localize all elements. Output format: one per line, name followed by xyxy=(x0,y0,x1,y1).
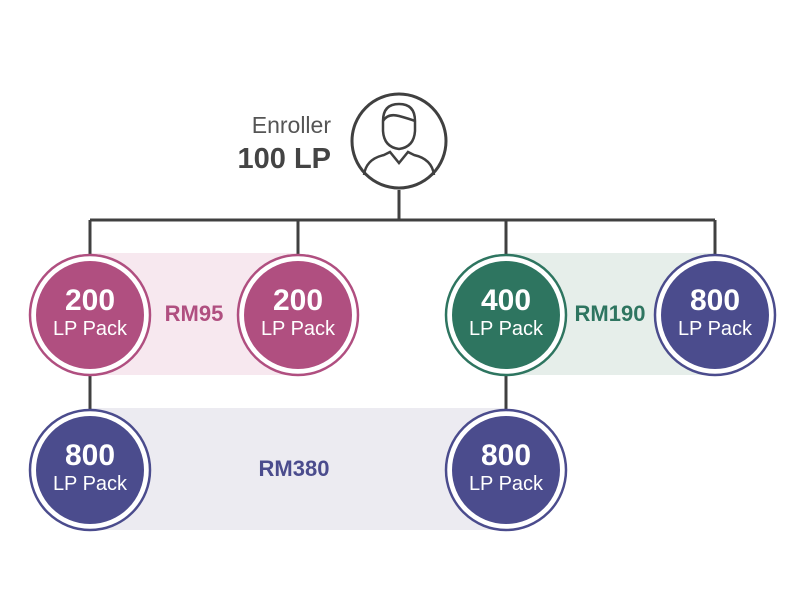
pair-band-blue xyxy=(90,408,507,530)
pack-node-1: 200 LP Pack xyxy=(28,253,152,377)
pack-node-3: 400 LP Pack xyxy=(444,253,568,377)
pack-node-3-fill xyxy=(452,261,560,369)
pack-node-4: 800 LP Pack xyxy=(653,253,777,377)
pack-node-6: 800 LP Pack xyxy=(444,408,568,532)
pack-node-6-unit: LP Pack xyxy=(469,473,544,495)
pack-node-5-fill xyxy=(36,416,144,524)
enroller-title: Enroller xyxy=(252,112,332,138)
pack-node-2: 200 LP Pack xyxy=(236,253,360,377)
pack-node-2-unit: LP Pack xyxy=(261,318,336,340)
pack-node-3-unit: LP Pack xyxy=(469,318,544,340)
pack-node-2-fill xyxy=(244,261,352,369)
person-icon xyxy=(350,92,448,190)
pack-node-2-amount: 200 xyxy=(273,284,323,317)
pack-node-6-amount: 800 xyxy=(481,439,531,472)
pack-node-4-fill xyxy=(661,261,769,369)
pack-node-4-amount: 800 xyxy=(690,284,740,317)
pair-label-pink: RM95 xyxy=(165,301,224,326)
pack-node-6-fill xyxy=(452,416,560,524)
pack-node-3-amount: 400 xyxy=(481,284,531,317)
pack-node-4-unit: LP Pack xyxy=(678,318,753,340)
pair-label-blue: RM380 xyxy=(259,456,330,481)
pack-node-5-amount: 800 xyxy=(65,439,115,472)
pack-node-1-fill xyxy=(36,261,144,369)
pair-label-green: RM190 xyxy=(575,301,646,326)
pack-node-5: 800 LP Pack xyxy=(28,408,152,532)
enroller-value: 100 LP xyxy=(238,143,332,175)
pack-node-5-unit: LP Pack xyxy=(53,473,128,495)
enroller: Enroller 100 LP xyxy=(238,92,448,190)
person-icon-head xyxy=(381,102,417,151)
person-icon-hair xyxy=(381,113,416,123)
pack-node-1-amount: 200 xyxy=(65,284,115,317)
connector-lines xyxy=(88,190,717,410)
pack-node-1-unit: LP Pack xyxy=(53,318,128,340)
person-icon-ring xyxy=(350,92,448,190)
person-icon-shoulders xyxy=(362,150,436,176)
